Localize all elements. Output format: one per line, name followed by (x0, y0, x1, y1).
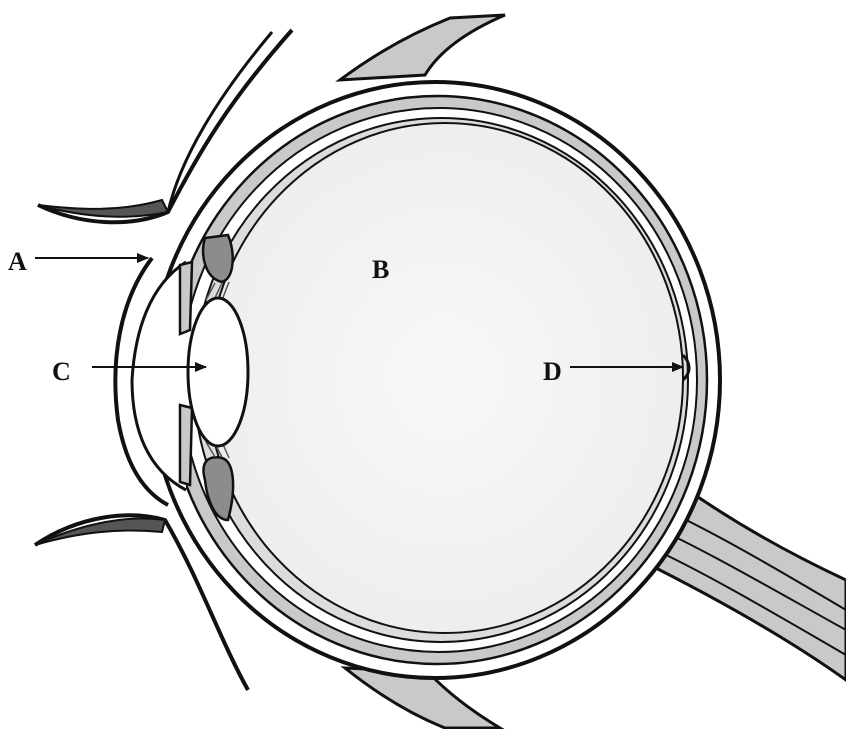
superior-muscle (340, 15, 505, 80)
label-b: B (372, 255, 389, 284)
lens (188, 298, 248, 446)
label-c: C (52, 357, 71, 386)
label-a: A (8, 247, 27, 276)
cornea (115, 258, 186, 505)
label-d: D (543, 357, 562, 386)
vitreous-body (207, 123, 683, 633)
